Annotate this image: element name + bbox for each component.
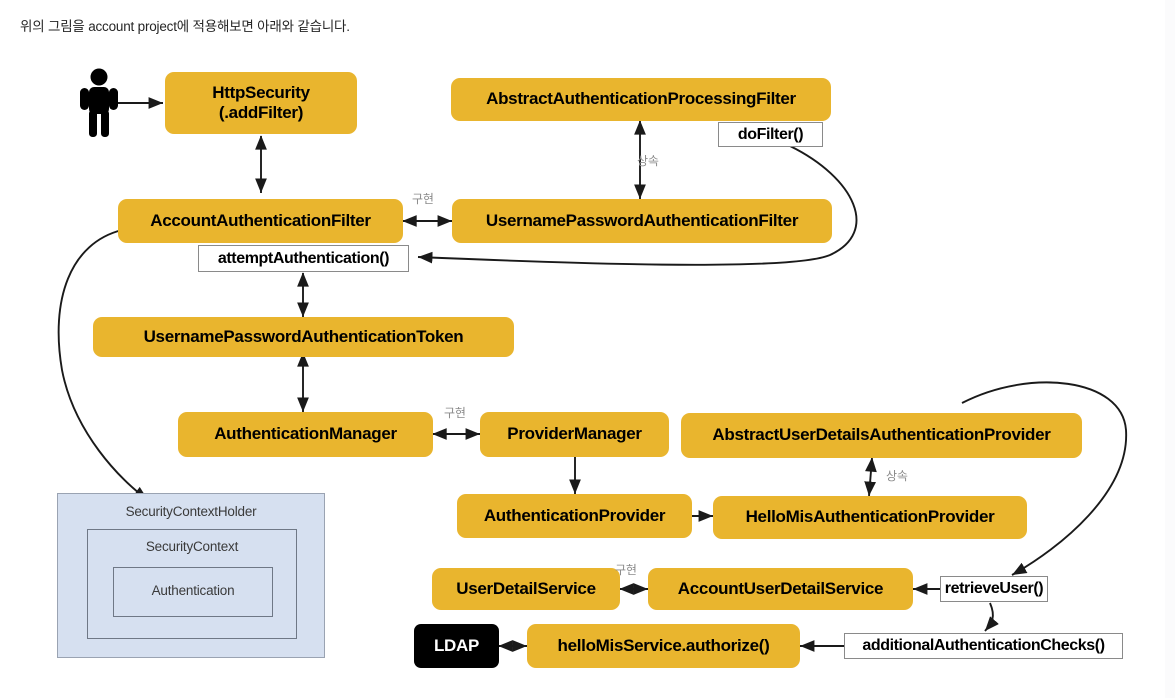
node-authenticationmanager[interactable]: AuthenticationManager [178, 412, 433, 457]
node-providermanager[interactable]: ProviderManager [480, 412, 669, 457]
wire-accountfilter-to-contextholder [57, 229, 149, 501]
edge-label-extends-provider: 상속 [886, 469, 908, 483]
wire-retrieveuser-to-additionalchecks [984, 602, 999, 632]
wire-abstractudprov-to-retrieveuser [961, 381, 1127, 576]
node-httpsecurity[interactable]: HttpSecurity (.addFilter) [165, 72, 357, 134]
node-abstractauthenticationprocessingfilter[interactable]: AbstractAuthenticationProcessingFilter [451, 78, 831, 121]
node-abstractuserdetailsauthenticationprovider[interactable]: AbstractUserDetailsAuthenticationProvide… [681, 413, 1082, 458]
wire-dofilter-to-attemptauth [417, 145, 858, 266]
edge-label-implements-manager: 구현 [444, 406, 466, 420]
method-dofilter[interactable]: doFilter() [718, 122, 823, 147]
node-authenticationprovider[interactable]: AuthenticationProvider [457, 494, 692, 538]
label-securitycontext: SecurityContext [145, 539, 239, 554]
node-hellomisauthenticationprovider[interactable]: HelloMisAuthenticationProvider [713, 496, 1027, 539]
node-userdetailservice[interactable]: UserDetailService [432, 568, 620, 610]
wire-abstractudprov-hellomisprovider [864, 457, 877, 497]
node-hellomisservice-authorize[interactable]: helloMisService.authorize() [527, 624, 800, 668]
edge-label-implements-service: 구현 [615, 563, 637, 577]
page-right-edge [1165, 0, 1175, 698]
node-ldap[interactable]: LDAP [414, 624, 499, 668]
user-actor-icon [80, 68, 118, 137]
node-usernamepasswordauthenticationtoken[interactable]: UsernamePasswordAuthenticationToken [93, 317, 514, 357]
label-authentication: Authentication [151, 583, 235, 598]
panel-securitycontext: SecurityContext Authentication [87, 529, 297, 639]
method-retrieveuser[interactable]: retrieveUser() [940, 576, 1048, 602]
page-caption: 위의 그림을 account project에 적용해보면 아래와 같습니다. [20, 19, 350, 34]
edge-label-implements-filter: 구현 [412, 192, 434, 206]
node-accountauthenticationfilter[interactable]: AccountAuthenticationFilter [118, 199, 403, 243]
node-usernamepasswordauthenticationfilter[interactable]: UsernamePasswordAuthenticationFilter [452, 199, 832, 243]
node-accountuserdetailservice[interactable]: AccountUserDetailService [648, 568, 913, 610]
method-attemptauthentication[interactable]: attemptAuthentication() [198, 245, 409, 272]
panel-authentication: Authentication [113, 567, 273, 617]
edge-label-extends-processing-filter: 상속 [637, 154, 659, 168]
panel-securitycontextholder: SecurityContextHolder SecurityContext Au… [57, 493, 325, 658]
label-securitycontextholder: SecurityContextHolder [125, 504, 257, 519]
method-additionalauthenticationchecks[interactable]: additionalAuthenticationChecks() [844, 633, 1123, 659]
